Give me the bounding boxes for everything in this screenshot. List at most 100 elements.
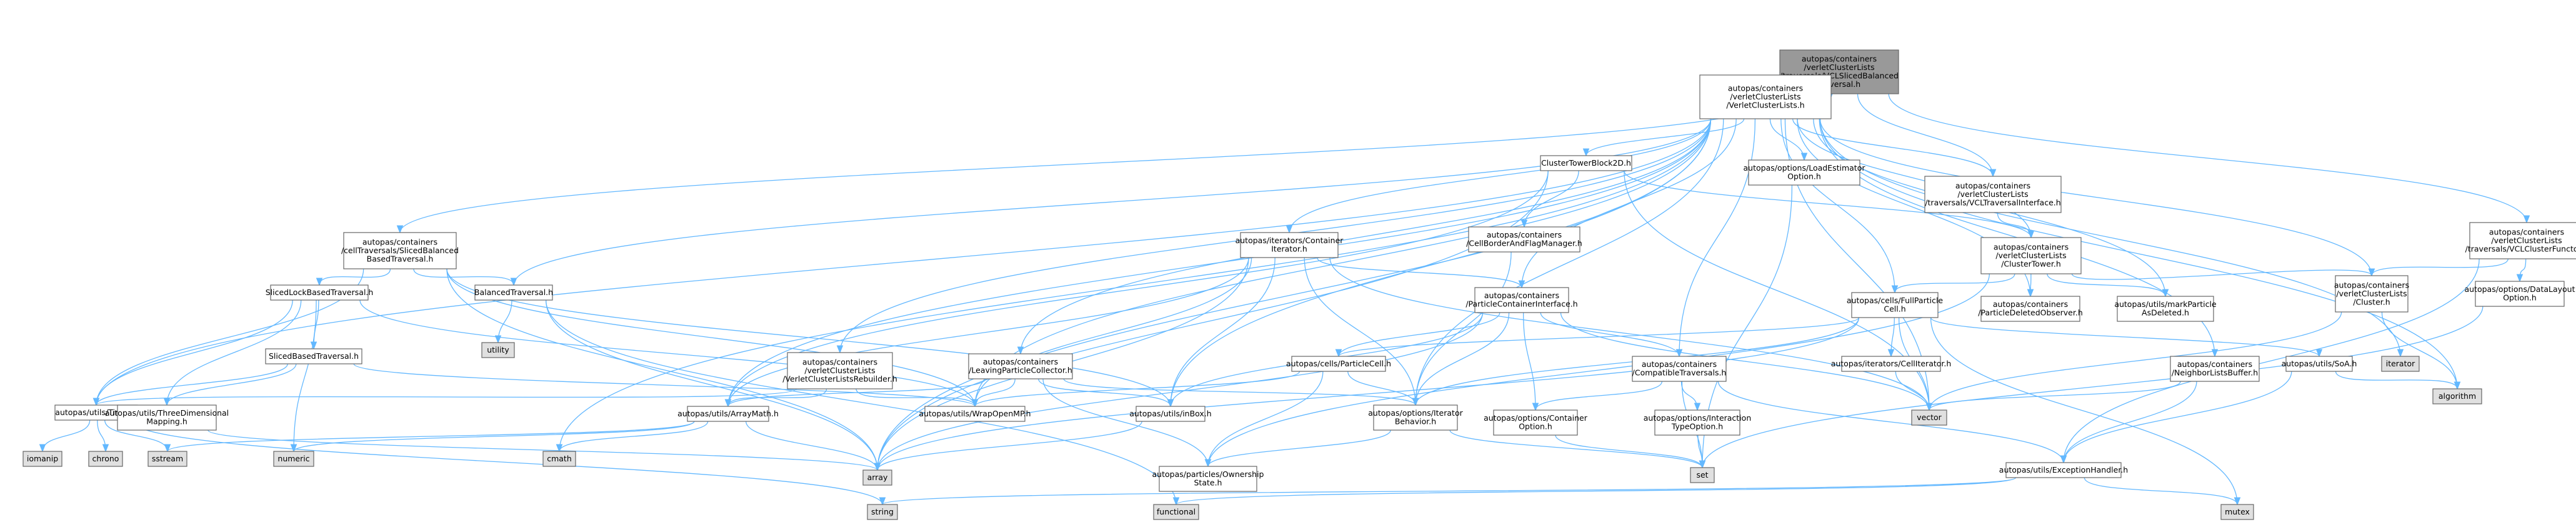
edge-fullcell-to-array xyxy=(877,317,1860,470)
node-box xyxy=(2381,356,2420,372)
edge-pci-to-iterbeh xyxy=(1415,312,1510,405)
node-cmath: cmath xyxy=(542,451,576,467)
node-label-line: /verletClusterLists xyxy=(1957,189,2028,199)
node-compat[interactable]: autopas/containers/CompatibleTraversals.… xyxy=(1632,356,1727,382)
edge-slicedlock-to-timer xyxy=(96,299,293,405)
edge-pci-to-pcell xyxy=(1339,312,1500,357)
node-box xyxy=(117,404,217,431)
edge-exhandler-to-string xyxy=(882,477,2016,505)
edge-exhandler-to-functional xyxy=(1176,477,2016,505)
node-box xyxy=(2170,356,2260,382)
node-sliced[interactable]: SlicedBasedTraversal.h xyxy=(265,348,362,364)
edge-vcl-to-leaving xyxy=(1021,118,1712,354)
node-box xyxy=(2220,504,2254,520)
node-pcell[interactable]: autopas/cells/ParticleCell.h xyxy=(1286,356,1391,372)
edge-contiter-to-inbox xyxy=(1171,257,1276,406)
node-label-line: autopas/containers xyxy=(1484,291,1559,300)
node-celliter[interactable]: autopas/iterators/CellIterator.h xyxy=(1831,356,1952,372)
node-box xyxy=(1748,159,1860,186)
edge-fullcell-to-pcell xyxy=(1339,317,1860,357)
node-label-line: SlicedLockBasedTraversal.h xyxy=(266,288,374,297)
node-soa[interactable]: autopas/utils/SoA.h xyxy=(2282,356,2357,372)
node-iomanip: iomanip xyxy=(22,451,62,467)
node-ctb2d[interactable]: ClusterTowerBlock2D.h xyxy=(1540,155,1632,171)
node-box xyxy=(2285,356,2353,372)
edge-slicedlock-to-numeric xyxy=(294,299,317,451)
node-inbox[interactable]: autopas/utils/inBox.h xyxy=(1129,406,1212,422)
node-nlb[interactable]: autopas/containers/NeighborListsBuffer.h xyxy=(2170,356,2260,382)
node-balanced[interactable]: BalancedTraversal.h xyxy=(474,284,553,301)
edge-rebuilder-to-arraymath xyxy=(728,388,827,407)
node-cluster[interactable]: autopas/containers/verletClusterLists/Cl… xyxy=(2334,275,2409,313)
edge-sliced-to-timer xyxy=(96,363,288,406)
edge-cluster-to-algorithm xyxy=(2381,311,2457,389)
edge-layer xyxy=(42,71,2527,505)
node-slicedlock[interactable]: SlicedLockBasedTraversal.h xyxy=(266,284,374,301)
node-label-line: /ParticleDeletedObserver.h xyxy=(1978,308,2083,318)
node-rebuilder[interactable]: autopas/containers/verletClusterLists/Ve… xyxy=(782,352,897,389)
node-box xyxy=(1136,406,1206,422)
edge-tdm-to-array xyxy=(207,429,877,471)
edge-timer-to-chrono xyxy=(97,419,106,451)
node-box xyxy=(273,451,314,467)
node-label-line: /CellBorderAndFlagManager.h xyxy=(1466,239,1582,248)
edge-vcl-to-algorithm xyxy=(1819,118,2458,389)
edge-timer-to-string xyxy=(130,419,882,504)
node-label-line: chrono xyxy=(92,454,119,463)
edge-vcl-to-array xyxy=(877,118,1712,470)
node-box xyxy=(1851,292,1939,318)
node-clustertower[interactable]: autopas/containers/verletClusterLists/Cl… xyxy=(1980,237,2082,274)
edge-vcl-to-iterator xyxy=(1819,118,2401,356)
node-string: string xyxy=(867,504,898,520)
node-label-line: autopas/containers xyxy=(1487,230,1562,239)
edge-soa-to-algorithm xyxy=(2335,371,2457,389)
node-wrapomp[interactable]: autopas/utils/WrapOpenMP.h xyxy=(919,406,1031,422)
node-label-line: /verletClusterLists xyxy=(1995,251,2066,260)
edge-clustertower-to-ownership xyxy=(1208,273,1990,466)
node-leaving[interactable]: autopas/containers/LeavingParticleCollec… xyxy=(968,353,1073,379)
node-label-line: /ClusterTower.h xyxy=(2001,259,2061,268)
node-vcltrav[interactable]: autopas/containers/verletClusterLists/tr… xyxy=(1924,176,2062,213)
node-box xyxy=(2117,296,2214,322)
node-label-line: /LeavingParticleCollector.h xyxy=(969,366,1072,375)
node-vcl[interactable]: autopas/containers/verletClusterLists/Ve… xyxy=(1699,74,1832,119)
edge-sliced-to-tdm xyxy=(167,363,297,406)
node-label-line: autopas/containers xyxy=(1802,54,1877,64)
edge-vcl-to-timer xyxy=(96,118,1712,405)
node-cellborder[interactable]: autopas/containers/CellBorderAndFlagMana… xyxy=(1466,226,1582,253)
node-box xyxy=(1690,467,1715,483)
node-label-line: /traversals/VCLClusterFunctor.h xyxy=(2465,244,2576,253)
node-label-line: Option.h xyxy=(2503,293,2537,303)
node-pci[interactable]: autopas/containers/ParticleContainerInte… xyxy=(1465,287,1578,313)
edge-ctb2d-to-cellborder xyxy=(1524,170,1579,227)
node-arraymath[interactable]: autopas/utils/ArrayMath.h xyxy=(677,406,779,422)
node-label-line: BasedTraversal.h xyxy=(367,254,434,263)
node-label-line: /VerletClusterListsRebuilder.h xyxy=(782,374,897,383)
edge-ctbuf-to-array xyxy=(446,268,877,470)
node-label-line: autopas/containers xyxy=(2489,227,2564,236)
edge-vcl-to-contiter xyxy=(1289,118,1712,233)
node-vector: vector xyxy=(1911,409,1947,426)
node-ctbuf[interactable]: autopas/containers/cellTraversals/Sliced… xyxy=(341,232,459,269)
edge-timer-to-iomanip xyxy=(42,419,91,452)
edge-clustertower-to-markdel xyxy=(2047,273,2165,297)
node-box xyxy=(1373,404,1458,431)
node-pdo[interactable]: autopas/containers/ParticleDeletedObserv… xyxy=(1978,296,2083,322)
node-exhandler[interactable]: autopas/utils/ExceptionHandler.h xyxy=(1999,462,2128,478)
edge-root-to-ctbuf xyxy=(400,93,1790,233)
edge-fullcell-to-celliter xyxy=(1891,317,1895,356)
node-label-line: autopas/containers xyxy=(802,357,877,366)
node-label-line: Cell.h xyxy=(1884,304,1905,314)
node-vclfunctor[interactable]: autopas/containers/verletClusterLists/tr… xyxy=(2465,222,2576,259)
node-box xyxy=(2335,275,2409,313)
